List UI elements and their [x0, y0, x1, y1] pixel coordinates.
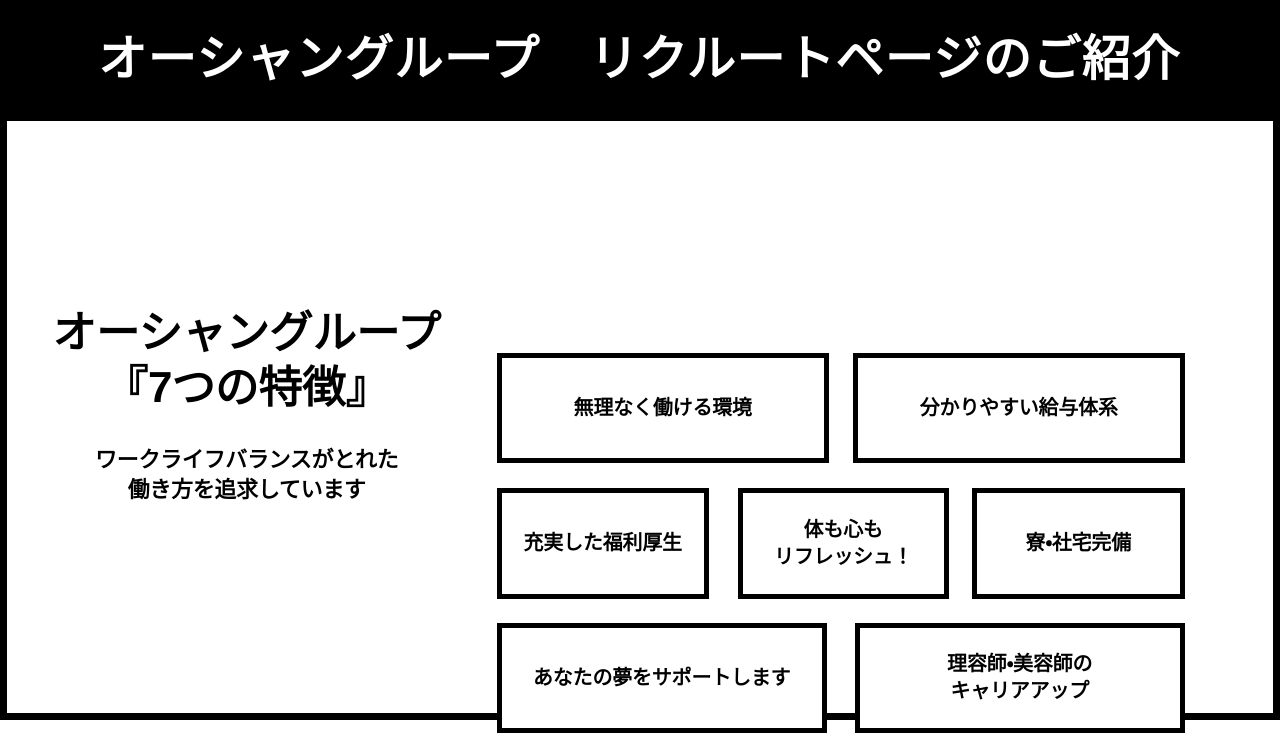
headline-line-2: 『7つの特徴』	[104, 362, 390, 412]
feature-label: 充実した福利厚生	[523, 532, 683, 554]
feature-label: あなたの夢をサポートします	[533, 666, 791, 689]
features-grid: 無理なく働ける環境 分かりやすい給与体系 充実した福利厚生 体も心も リフレッシ…	[497, 353, 1185, 733]
slide-body-frame: オーシャングループ 『7つの特徴』 ワークライフバランスがとれた 働き方を追求し…	[0, 118, 1280, 733]
feature-box-clear-salary-system: 分かりやすい給与体系	[853, 353, 1185, 463]
left-headline-block: オーシャングループ 『7つの特徴』 ワークライフバランスがとれた 働き方を追求し…	[37, 306, 457, 506]
header-band: オーシャングループ リクルートページのご紹介	[0, 0, 1280, 118]
feature-box-body-and-mind-refresh: 体も心も リフレッシュ！	[738, 488, 949, 599]
page-title: オーシャングループ リクルートページのご紹介	[98, 31, 1182, 86]
feature-box-welfare-benefits: 充実した福利厚生	[497, 488, 709, 599]
feature-label: 無理なく働ける環境	[573, 396, 753, 419]
features-row-3: あなたの夢をサポートします 理容師・美容師の キャリアアップ	[497, 623, 1185, 733]
headline-subtext: ワークライフバランスがとれた 働き方を追求しています	[95, 447, 399, 503]
slide-body-inner: オーシャングループ 『7つの特徴』 ワークライフバランスがとれた 働き方を追求し…	[7, 121, 1273, 733]
feature-box-dormitory-company-housing: 寮・社宅完備	[972, 488, 1185, 599]
feature-box-stylist-career-up: 理容師・美容師の キャリアアップ	[855, 623, 1185, 733]
feature-label: 分かりやすい給与体系	[920, 396, 1118, 419]
feature-box-dream-support: あなたの夢をサポートします	[497, 623, 827, 733]
features-row-1: 無理なく働ける環境 分かりやすい給与体系	[497, 353, 1185, 463]
feature-label: 体も心も リフレッシュ！	[774, 518, 913, 568]
features-row-2: 充実した福利厚生 体も心も リフレッシュ！ 寮・社宅完備	[497, 488, 1185, 599]
headline-line-1: オーシャングループ	[53, 308, 441, 357]
feature-label: 理容師・美容師の キャリアアップ	[947, 653, 1093, 702]
feature-box-no-stress-environment: 無理なく働ける環境	[497, 353, 829, 463]
feature-label: 寮・社宅完備	[1025, 532, 1132, 554]
